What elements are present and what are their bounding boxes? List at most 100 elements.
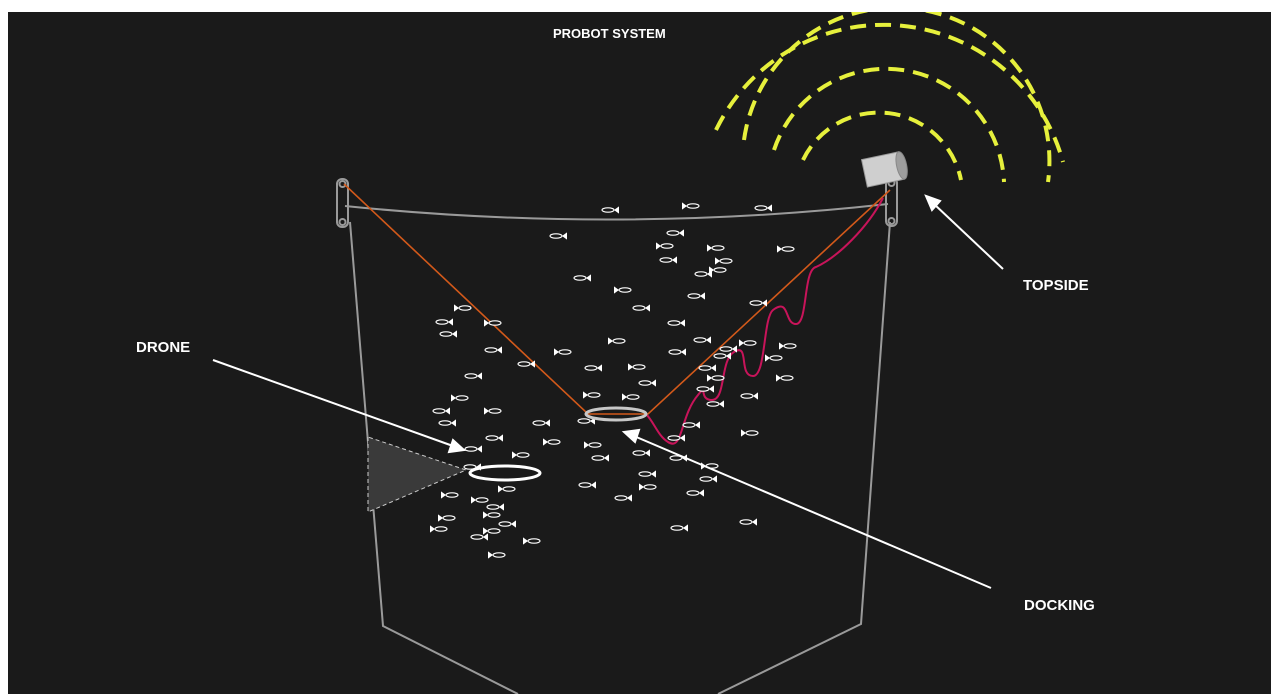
fish-icon (438, 514, 456, 522)
fish-icon (573, 274, 591, 282)
fish-icon (779, 342, 797, 350)
fish-icon (632, 304, 650, 312)
fish-icon (715, 257, 733, 265)
fish-icon (667, 319, 685, 327)
docking-ring-icon (584, 406, 648, 422)
fish-icon (741, 429, 759, 437)
diagram-canvas: PROBOT SYSTEM DRONE TOPSIDE DOCKING (8, 12, 1271, 694)
fish-icon (554, 348, 572, 356)
fish-icon (484, 319, 502, 327)
fish-icon (517, 360, 535, 368)
left-post (336, 178, 349, 228)
fish-icon (583, 391, 601, 399)
fish-icon (484, 346, 502, 354)
fish-icon (777, 245, 795, 253)
guide-rope (343, 183, 891, 415)
fish-icon (451, 394, 469, 402)
fish-icon (543, 438, 561, 446)
fish-icon (696, 385, 714, 393)
fish-icon (707, 374, 725, 382)
fish-icon (687, 292, 705, 300)
topside-label: TOPSIDE (1023, 277, 1089, 294)
signal-waves-icon (714, 12, 1065, 183)
fish-icon (485, 434, 503, 442)
fish-icon (498, 520, 516, 528)
net-cage (344, 203, 891, 694)
fish-icon (706, 400, 724, 408)
fish-icon (739, 339, 757, 347)
fish-icon (739, 518, 757, 526)
topside-buoy-icon (860, 151, 908, 188)
fish-icon (709, 266, 727, 274)
fish-icon (659, 256, 677, 264)
fish-icon (523, 537, 541, 545)
fish-icon (699, 475, 717, 483)
fish-icon (430, 525, 448, 533)
fish-icon (488, 551, 506, 559)
diagram-title: PROBOT SYSTEM (553, 26, 666, 41)
fish-icon (483, 527, 501, 535)
drone-arrow (212, 359, 454, 447)
fish-icon (470, 533, 488, 541)
fish-icon (439, 330, 457, 338)
fish-icon (486, 503, 504, 511)
tether-cable (645, 197, 884, 445)
fish-icon (614, 286, 632, 294)
fish-icon (532, 419, 550, 427)
fish-icon (693, 336, 711, 344)
fish-icon (740, 392, 758, 400)
fish-icon (765, 354, 783, 362)
probot-diagram (212, 12, 1065, 694)
fish-icon (464, 445, 482, 453)
fish-icon (584, 364, 602, 372)
fish-icon (666, 229, 684, 237)
net-left-side (349, 221, 519, 694)
fish-icon (670, 524, 688, 532)
fish-icon (498, 485, 516, 493)
fish-icon (628, 363, 646, 371)
fish-icon (682, 202, 700, 210)
fish-icon (438, 419, 456, 427)
fish-icon (614, 494, 632, 502)
fish-icon (639, 483, 657, 491)
net-right-side (717, 221, 891, 694)
fish-icon (483, 511, 501, 519)
fish-icon (578, 481, 596, 489)
fish-icon (608, 337, 626, 345)
fish-icon (638, 470, 656, 478)
fish-icon (441, 491, 459, 499)
fish-icon (754, 204, 772, 212)
fish-icon (601, 206, 619, 214)
drone-ring-icon (468, 464, 542, 482)
topside-arrow (933, 203, 1004, 270)
fish-icon (719, 345, 737, 353)
fish-icon (584, 441, 602, 449)
drone-label: DRONE (136, 339, 191, 356)
fish-icon (713, 352, 731, 360)
fish-icon (656, 242, 674, 250)
fish-icon (454, 304, 472, 312)
fish-icon (638, 379, 656, 387)
fish-icon (549, 232, 567, 240)
fish-icon (686, 489, 704, 497)
fish-icon (435, 318, 453, 326)
callout-arrows (212, 194, 1004, 589)
docking-arrow (633, 435, 992, 589)
fish-icon (749, 299, 767, 307)
fish-icon (698, 364, 716, 372)
docking-label: DOCKING (1024, 597, 1095, 614)
camera-cone (367, 436, 468, 513)
fish-icon (668, 348, 686, 356)
fish-icon (464, 372, 482, 380)
fish-icon (632, 449, 650, 457)
fish-icon (484, 407, 502, 415)
fish-icon (591, 454, 609, 462)
fish-icon (622, 393, 640, 401)
fish-icon (512, 451, 530, 459)
fish-icon (776, 374, 794, 382)
fish-icon (432, 407, 450, 415)
fish-icon (471, 496, 489, 504)
fish-icon (667, 434, 685, 442)
fish-icon (707, 244, 725, 252)
fish-icon (577, 417, 595, 425)
